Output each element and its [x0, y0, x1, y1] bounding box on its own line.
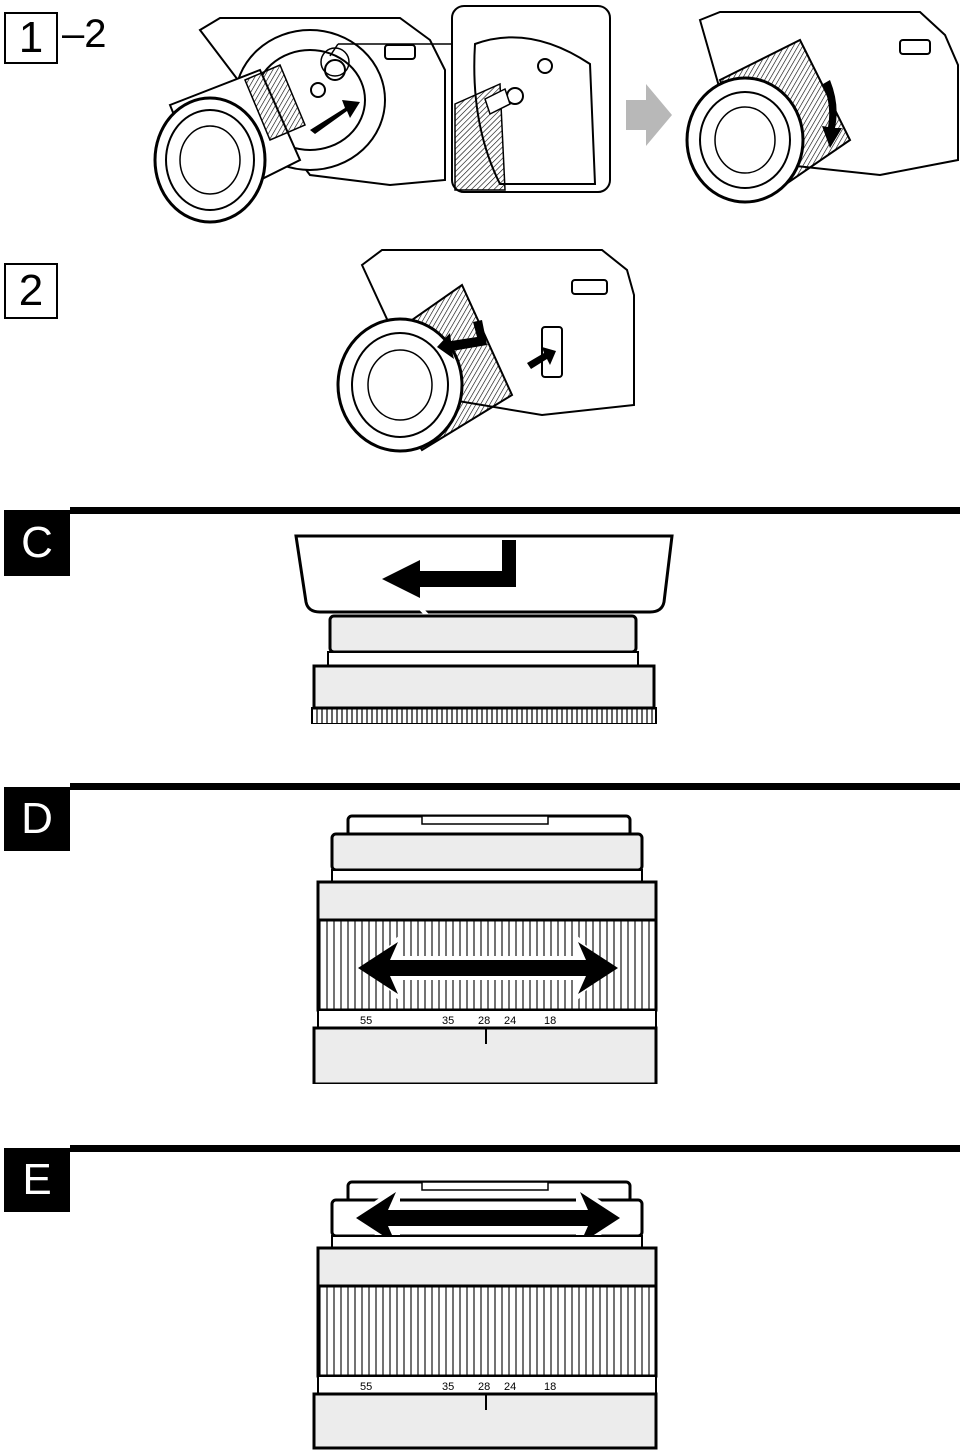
zoom-scale-55: 55 [360, 1015, 372, 1027]
insert-arrow [310, 100, 360, 134]
section-divider [70, 1145, 960, 1152]
section-label: C [21, 518, 53, 567]
zoom-ring-illustration: 55 35 28 24 18 [312, 814, 658, 1084]
step-suffix: –2 [62, 12, 107, 56]
zoom-scale-18: 18 [544, 1381, 556, 1393]
step-number: 1 [18, 13, 44, 62]
focus-ring-illustration: 55 35 28 24 18 [312, 1180, 658, 1450]
section-label: E [22, 1155, 52, 1204]
release-button-arrow [527, 347, 556, 369]
section-divider [70, 507, 960, 514]
attach-arrow [382, 540, 516, 598]
lens-hood-attach-illustration [294, 534, 674, 724]
rotate-arrow [822, 80, 842, 148]
zoom-scale-18: 18 [544, 1015, 556, 1027]
focus-direction-arrow [350, 1184, 626, 1252]
step-number-box: 2 [4, 263, 58, 319]
zoom-direction-arrow [358, 934, 618, 1002]
camera-lens-release-illustration [336, 249, 635, 453]
step-number: 2 [18, 266, 44, 315]
zoom-scale-35: 35 [442, 1381, 454, 1393]
zoom-scale-28: 28 [478, 1015, 490, 1027]
lens-barrel [328, 614, 638, 654]
section-label-box: C [4, 510, 70, 576]
section-divider [70, 783, 960, 790]
section-label: D [21, 794, 53, 843]
next-step-arrow [626, 84, 672, 146]
zoom-scale-55: 55 [360, 1381, 372, 1393]
mount-detail-illustration [320, 5, 611, 193]
lens [153, 64, 306, 224]
camera-lens-attach-illustration [153, 17, 446, 224]
section-label-box: D [4, 787, 70, 851]
rotate-arrow [437, 320, 487, 359]
section-label-box: E [4, 1148, 70, 1212]
camera-lens-rotate-illustration [685, 11, 959, 204]
zoom-scale-35: 35 [442, 1015, 454, 1027]
zoom-scale-24: 24 [504, 1015, 516, 1027]
zoom-scale-28: 28 [478, 1381, 490, 1393]
zoom-scale-24: 24 [504, 1381, 516, 1393]
step-number-box: 1 [4, 12, 58, 64]
